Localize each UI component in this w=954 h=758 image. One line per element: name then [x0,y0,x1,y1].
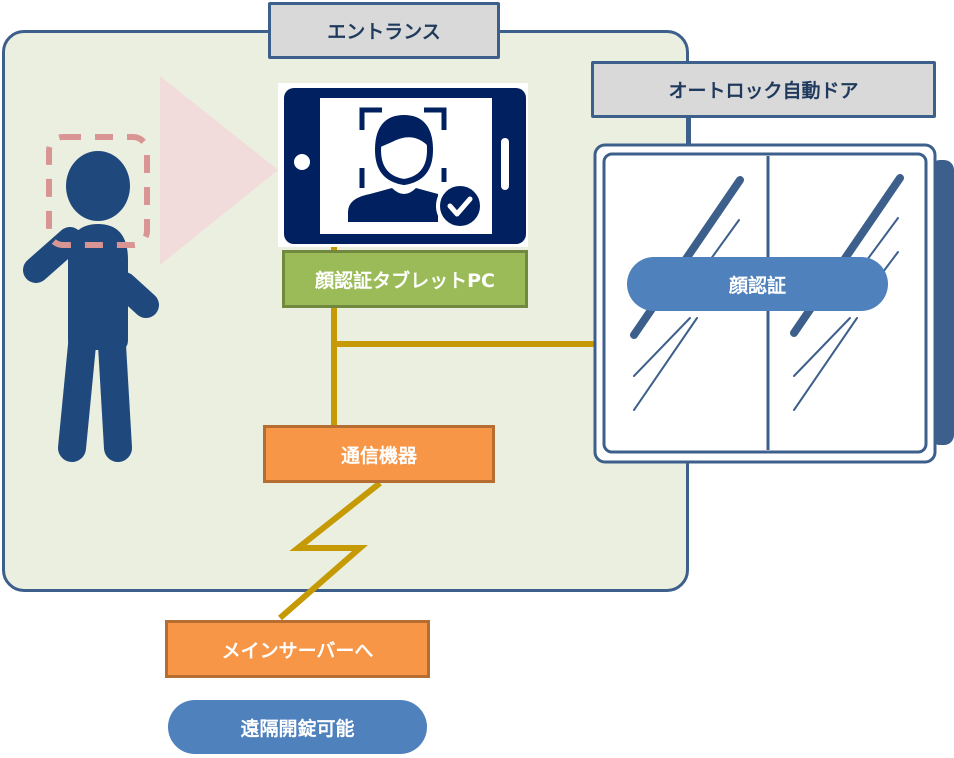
door-label-connector [688,118,691,145]
person-icon [23,151,159,462]
check-circle-icon [436,182,484,230]
autolock-door-label: オートロック自動ドア [591,61,936,118]
entrance-label: エントランス [268,2,500,59]
scan-beam [160,76,278,265]
network-device-box: 通信機器 [263,425,495,483]
tablet-home-button [294,154,310,170]
main-server-box: メインサーバーへ [165,620,430,678]
wireless-link [278,480,382,621]
remote-unlock-badge: 遠隔開錠可能 [168,700,427,754]
tablet-face-recognition-icon [278,83,528,247]
tablet-pc-box: 顔認証タブレットPC [282,250,528,308]
face-auth-badge: 顔認証 [627,257,888,311]
face-scan-frame [46,134,150,248]
